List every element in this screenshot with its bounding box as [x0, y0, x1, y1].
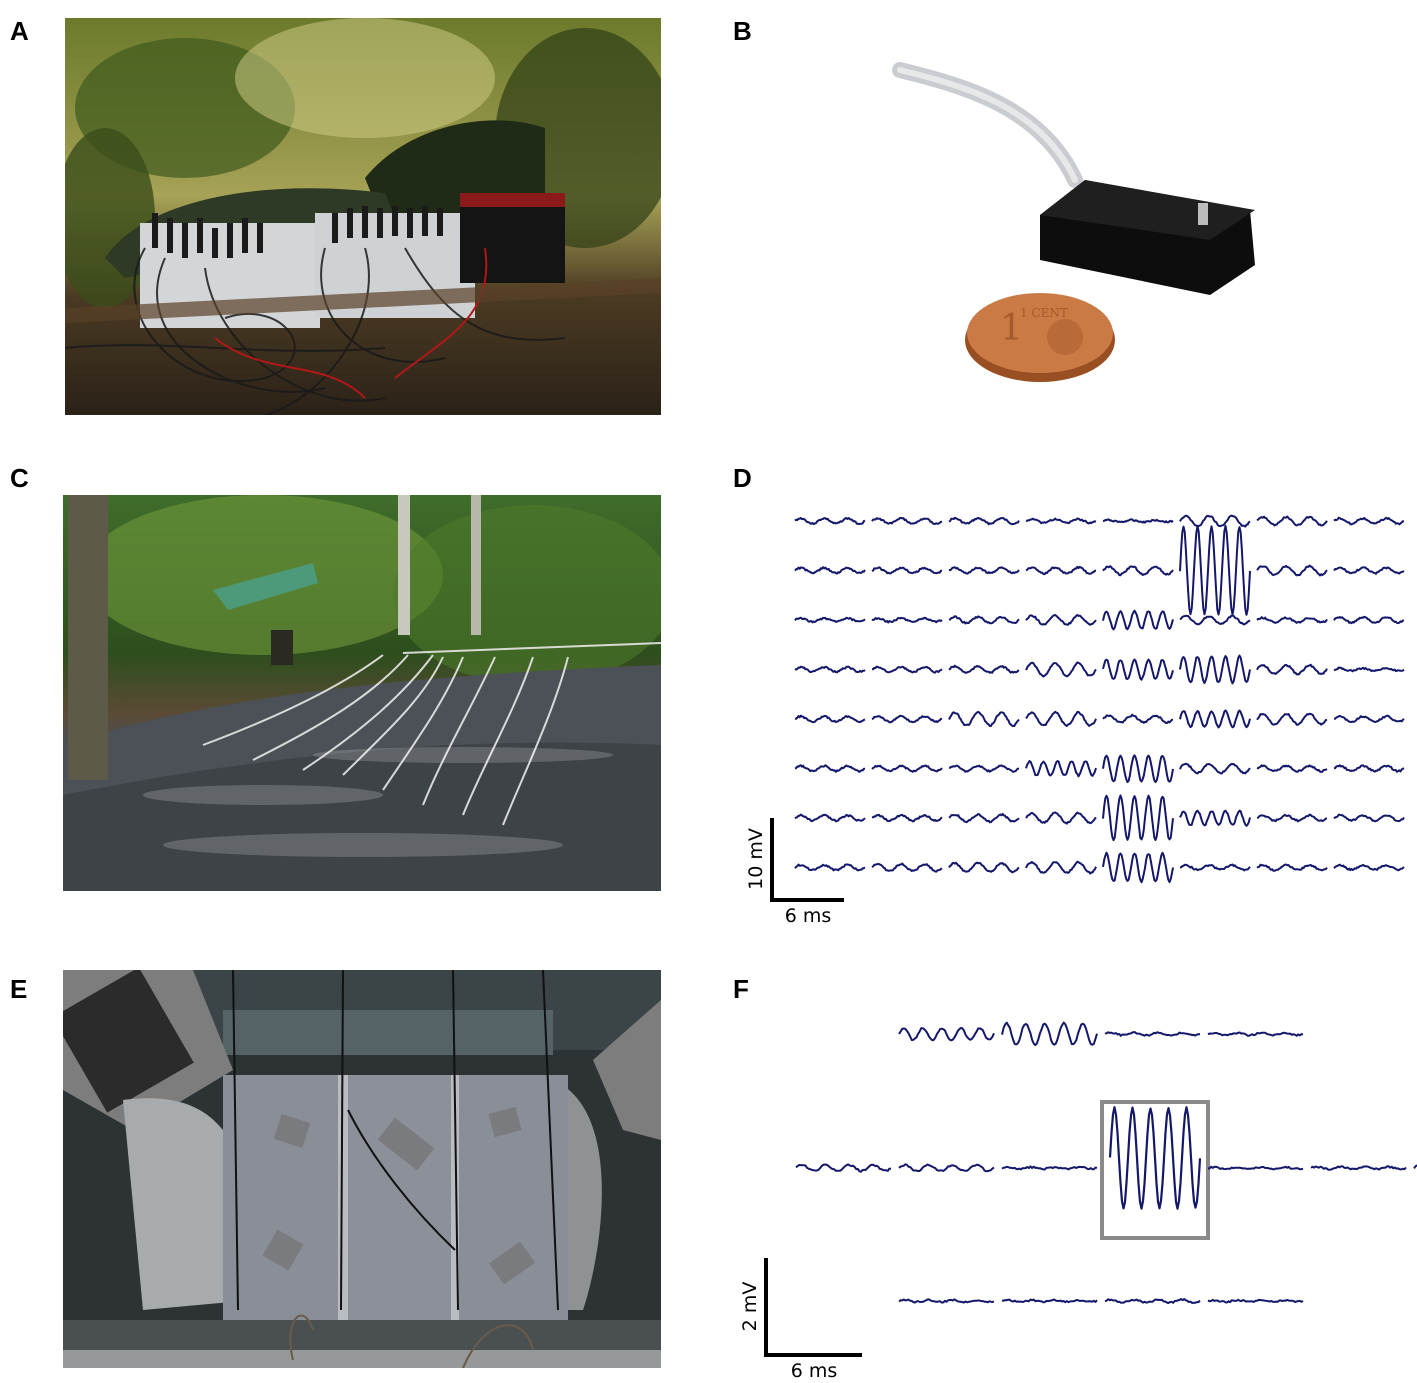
trace-f-highlighted — [1108, 1106, 1202, 1210]
trace-f-r3-c3 — [1001, 1298, 1098, 1304]
trace-d-r4-c8 — [1333, 666, 1405, 673]
trace-d-r7-c3 — [948, 812, 1020, 824]
trace-d-r1-c6 — [1179, 514, 1251, 528]
trace-d-r6-c4 — [1025, 760, 1097, 778]
photo-field-equipment — [65, 18, 661, 415]
trace-d-r1-c7 — [1256, 515, 1328, 527]
trace-d-r2-c5 — [1102, 565, 1174, 577]
trace-d-r2-c4 — [1025, 565, 1097, 576]
photo-electrode-coin: 1 1 CENT — [880, 55, 1300, 385]
trace-d-r2-c6 — [1179, 524, 1251, 616]
trace-f-r3-c5 — [1207, 1298, 1304, 1304]
trace-d-r5-c4 — [1025, 710, 1097, 727]
trace-d-r8-c2 — [871, 862, 943, 873]
trace-d-r4-c1 — [794, 665, 866, 674]
trace-d-r4-c3 — [948, 664, 1020, 674]
trace-d-r3-c6 — [1179, 614, 1251, 626]
scale-bar-time-label: 6 ms — [785, 905, 832, 927]
scale-bar-d: 10 mV 6 ms — [745, 818, 844, 927]
trace-d-r8-c8 — [1333, 863, 1405, 872]
panel-label-e: E — [10, 974, 28, 1004]
trace-f-r1-c2 — [898, 1027, 995, 1042]
trace-d-r5-c7 — [1256, 712, 1328, 726]
scale-bar-voltage-label: 2 mV — [739, 1282, 761, 1332]
trace-f-r2-c6 — [1310, 1165, 1407, 1171]
coin-text: 1 CENT — [1020, 306, 1068, 320]
panel-label-c: C — [10, 463, 29, 493]
photo-lab-tank — [63, 970, 661, 1368]
trace-d-r4-c7 — [1256, 663, 1328, 676]
trace-d-r4-c4 — [1025, 661, 1097, 678]
panel-label-f: F — [733, 974, 749, 1004]
trace-d-r8-c1 — [794, 863, 866, 872]
trace-d-r7-c8 — [1333, 813, 1405, 823]
trace-d-r1-c1 — [794, 517, 866, 526]
trace-d-r1-c8 — [1333, 516, 1405, 526]
trace-d-r5-c6 — [1179, 709, 1251, 729]
highlight-box — [1100, 1100, 1210, 1240]
trace-d-r6-c1 — [794, 764, 865, 773]
scale-bar-time-label: 6 ms — [791, 1360, 838, 1382]
trace-d-r2-c7 — [1256, 564, 1328, 577]
trace-d-r3-c8 — [1333, 615, 1405, 625]
trace-d-r6-c6 — [1179, 762, 1251, 775]
trace-d-r4-c2 — [872, 665, 943, 674]
trace-d-r8-c4 — [1025, 860, 1097, 875]
trace-f-r2-c1 — [795, 1163, 892, 1173]
trace-f-r1-c5 — [1207, 1031, 1304, 1037]
trace-d-r3-c2 — [871, 616, 943, 624]
trace-f-r1-c3 — [1001, 1021, 1098, 1047]
trace-d-r2-c3 — [948, 566, 1020, 575]
trace-d-r5-c3 — [948, 710, 1020, 727]
trace-d-r2-c2 — [871, 566, 943, 575]
trace-d-r3-c3 — [948, 615, 1020, 625]
trace-d-r5-c8 — [1333, 714, 1405, 723]
trace-d-r3-c1 — [794, 616, 866, 624]
trace-d-r3-c7 — [1256, 616, 1328, 624]
trace-d-r5-c2 — [871, 714, 943, 724]
scale-bar-voltage-label: 10 mV — [745, 828, 767, 890]
trace-d-r3-c4 — [1025, 614, 1097, 626]
panel-d-trace-grid: 10 mV 6 ms — [745, 514, 1405, 927]
trace-d-r6-c7 — [1256, 764, 1328, 773]
trace-f-r2-c5 — [1207, 1165, 1304, 1171]
trace-d-r6-c2 — [871, 764, 943, 773]
photo-stream-array — [63, 495, 661, 891]
trace-d-r5-c1 — [794, 714, 866, 724]
trace-d-r4-c6 — [1179, 654, 1251, 685]
trace-d-r8-c5 — [1102, 851, 1174, 884]
trace-d-r2-c1 — [794, 566, 866, 575]
trace-d-r1-c5 — [1103, 518, 1174, 524]
trace-d-r3-c5 — [1102, 609, 1174, 631]
trace-d-r6-c5 — [1102, 754, 1174, 784]
trace-f-r3-c2 — [898, 1298, 995, 1304]
trace-d-r8-c6 — [1179, 863, 1251, 872]
trace-d-r6-c8 — [1333, 764, 1405, 773]
trace-f-r2-c2 — [898, 1163, 995, 1173]
panel-label-b: B — [733, 16, 752, 46]
trace-d-r7-c5 — [1102, 794, 1174, 842]
trace-d-r1-c2 — [871, 516, 943, 525]
trace-d-r7-c4 — [1025, 811, 1097, 825]
trace-d-r7-c7 — [1256, 813, 1328, 823]
trace-d-r1-c3 — [948, 516, 1020, 526]
trace-d-r7-c6 — [1179, 809, 1251, 827]
panel-label-a: A — [10, 16, 29, 46]
trace-d-r8-c7 — [1256, 863, 1328, 872]
trace-d-r7-c2 — [871, 813, 943, 823]
panel-f-trace-grid: 2 mV 6 ms — [739, 1021, 1417, 1382]
trace-f-r1-c4 — [1104, 1031, 1201, 1037]
trace-d-r7-c1 — [794, 813, 866, 823]
trace-d-r5-c5 — [1102, 713, 1174, 725]
trace-f-r2-c3 — [1001, 1165, 1098, 1171]
trace-f-r3-c4 — [1104, 1298, 1201, 1304]
scale-bar-f: 2 mV 6 ms — [739, 1258, 862, 1382]
panel-label-d: D — [733, 463, 752, 493]
trace-d-r6-c3 — [948, 764, 1020, 773]
trace-d-r1-c4 — [1025, 517, 1097, 525]
trace-d-r4-c5 — [1102, 658, 1174, 681]
coin-numeral: 1 — [1000, 308, 1023, 349]
trace-d-r2-c8 — [1333, 566, 1405, 575]
trace-d-r8-c3 — [948, 861, 1020, 874]
